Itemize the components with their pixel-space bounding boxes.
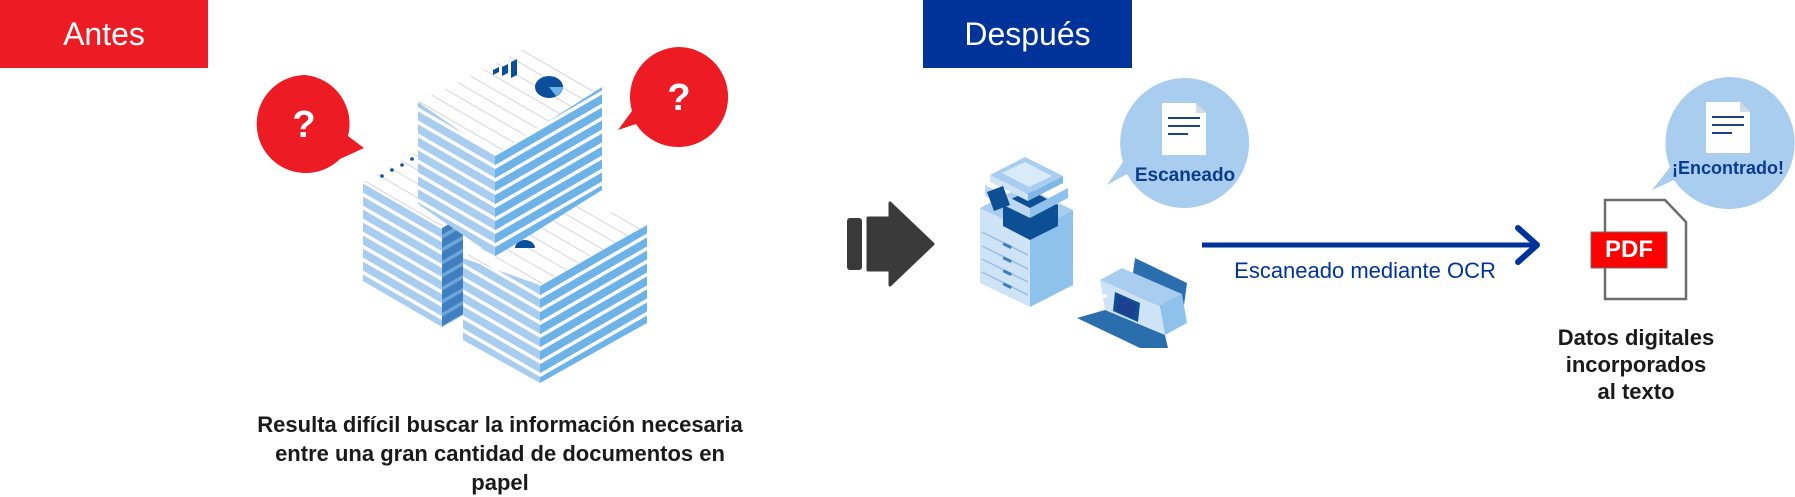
pdf-label: PDF (1605, 236, 1653, 263)
paper-stack-bottom-right (463, 198, 647, 383)
pie-chart-mark-icon (535, 76, 563, 98)
bar-chart-mark-icon (493, 59, 517, 78)
document-icon (1706, 102, 1750, 153)
ocr-label: Escaneado mediante OCR (1234, 258, 1496, 283)
found-label: ¡Encontrado! (1672, 158, 1784, 178)
before-header-label: Antes (63, 15, 145, 52)
right-arrow-icon (847, 201, 935, 287)
before-caption-line: papel (471, 470, 529, 495)
before-header: Antes (0, 0, 208, 68)
ocr-arrow-icon (1202, 225, 1540, 265)
question-mark-icon: ? (292, 104, 315, 146)
before-caption-line: Resulta difícil buscar la información ne… (257, 412, 743, 437)
after-caption-line: al texto (1597, 379, 1675, 404)
after-caption: Datos digitales incorporados al texto (1536, 324, 1736, 405)
after-header: Después (923, 0, 1132, 68)
question-bubble-left: ? (256, 75, 364, 173)
after-caption-line: incorporados (1565, 352, 1707, 377)
scanned-speech-bubble (1107, 78, 1250, 208)
question-bubble-right: ? (618, 46, 729, 147)
paper-stacks-icon (363, 50, 647, 383)
after-header-label: Después (964, 15, 1091, 52)
question-mark-icon: ? (667, 77, 690, 119)
document-scanner-icon (1077, 258, 1187, 348)
after-caption-line: Datos digitales (1557, 325, 1715, 350)
pdf-file-icon (1590, 198, 1688, 301)
document-icon (1162, 103, 1206, 155)
scanned-label: Escaneado (1134, 165, 1236, 186)
paper-stack-top (418, 50, 602, 257)
found-speech-bubble (1652, 77, 1795, 209)
multifunction-printer-icon (980, 157, 1073, 307)
before-caption-line: entre una gran cantidad de documentos en (275, 441, 725, 466)
before-caption: Resulta difícil buscar la información ne… (200, 410, 800, 497)
